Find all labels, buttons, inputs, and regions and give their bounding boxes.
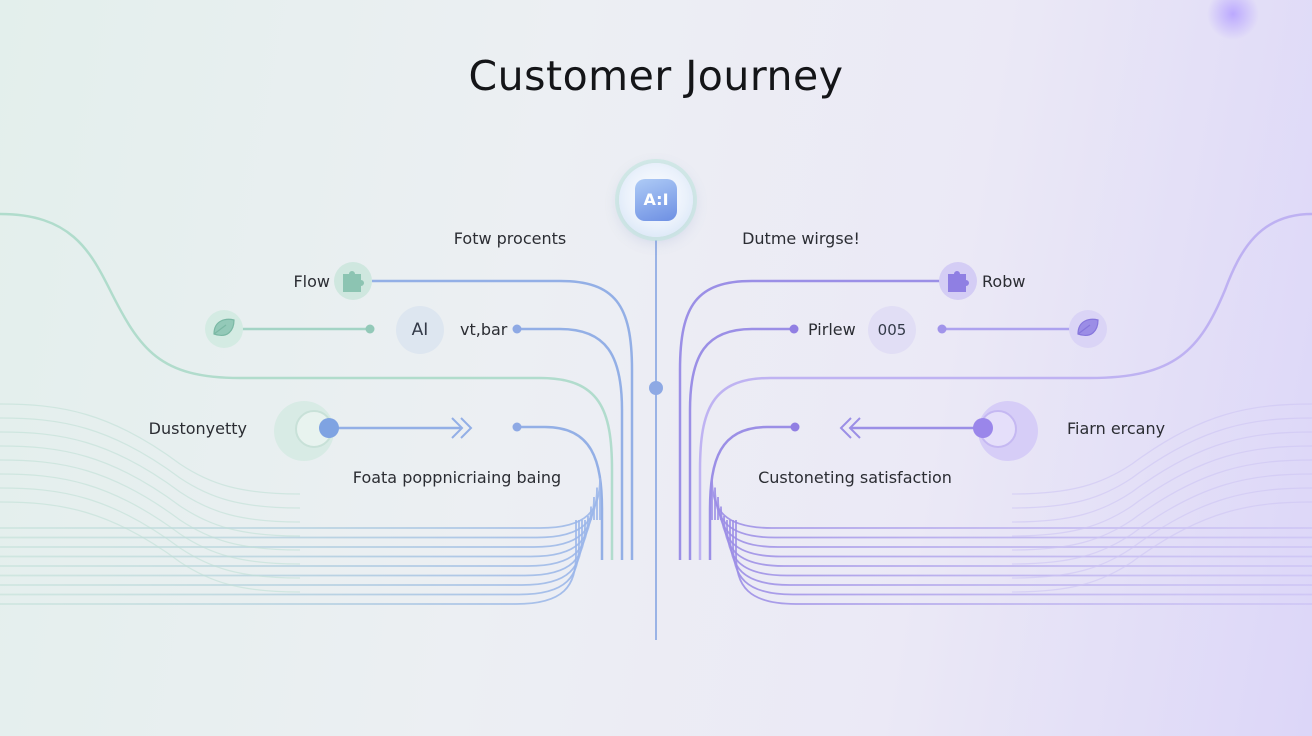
flow-line	[0, 515, 589, 567]
wave-line	[1011, 417, 1312, 509]
wave-line	[1011, 445, 1312, 537]
flow-line	[0, 487, 598, 539]
page-title: Customer Journey	[468, 52, 844, 100]
connector-row3-left-curve	[517, 425, 604, 560]
ai-badge: AI	[396, 306, 444, 354]
wave-line	[1011, 487, 1312, 579]
wave-line	[1011, 501, 1312, 593]
label-row4-right: Custoneting satisfaction	[758, 468, 952, 487]
flow-line	[0, 520, 586, 577]
puzzle-icon	[948, 271, 969, 292]
node-row3-left	[512, 422, 522, 432]
wave-line	[0, 473, 301, 565]
leaf-icon	[1077, 318, 1099, 336]
label-row1-left: Flow	[293, 272, 330, 291]
hub-stem-node	[649, 381, 663, 395]
connector-row2-left-b	[517, 327, 624, 560]
ai-chip-icon: A:I	[635, 179, 677, 221]
wave-line	[1011, 459, 1312, 551]
puzzle-icon	[343, 271, 364, 292]
node-row3-right	[790, 422, 800, 432]
flow-line	[723, 515, 1312, 567]
wave-line	[0, 459, 301, 551]
node-row2-left-b	[512, 324, 522, 334]
flow-line	[732, 520, 1312, 596]
target-icon-core	[319, 418, 339, 438]
connector-row1-right	[678, 279, 940, 560]
flow-line	[720, 506, 1312, 558]
flow-line	[0, 520, 583, 586]
label-row3-left: Dustonyetty	[148, 419, 247, 438]
wave-line	[0, 445, 301, 537]
wave-line	[0, 501, 301, 593]
outer-curve-right	[698, 212, 1312, 560]
flow-line	[0, 520, 580, 596]
label-top-right: Dutme wirgse!	[742, 229, 860, 248]
connector-row2-right-b	[688, 327, 794, 560]
flow-line	[735, 520, 1312, 605]
wave-line	[0, 403, 301, 495]
label-row1-right: Robw	[982, 272, 1026, 291]
node-row2-right-a	[937, 324, 947, 334]
connector-row3-right-curve	[708, 425, 795, 560]
wave-line	[1011, 403, 1312, 495]
label-row2-left-tag: vt,bar	[460, 320, 508, 339]
wave-line	[1011, 431, 1312, 523]
flow-line	[0, 477, 601, 529]
leaf-icon	[213, 318, 235, 336]
flow-line	[729, 520, 1312, 586]
wave-line	[1011, 473, 1312, 565]
glow-orb	[1207, 0, 1259, 40]
node-row2-right-b	[789, 324, 799, 334]
double-chevron-right-icon	[451, 417, 473, 439]
label-row4-left: Foata poppnicriaing baing	[352, 468, 562, 487]
node-row2-left-a	[365, 324, 375, 334]
flow-line	[0, 506, 592, 558]
label-row2-right-tag: Pirlew	[808, 320, 856, 339]
flow-lines-left	[0, 477, 601, 605]
target-icon-core	[973, 418, 993, 438]
flow-line	[714, 487, 1312, 539]
label-top-left: Fotw procents	[453, 229, 567, 248]
flow-line	[726, 520, 1312, 577]
wave-line	[0, 487, 301, 579]
flow-line	[711, 477, 1312, 529]
wave-line	[0, 431, 301, 523]
ai-hub[interactable]: A:I	[619, 163, 693, 237]
wave-lines-right	[1011, 403, 1312, 593]
flow-line	[0, 520, 577, 605]
count-badge: 005	[868, 306, 916, 354]
wave-lines-left	[0, 403, 301, 593]
wave-line	[0, 417, 301, 509]
flow-lines-right	[711, 477, 1312, 605]
label-row3-right: Fiarn ercany	[1067, 419, 1166, 438]
double-chevron-left-icon	[839, 417, 861, 439]
connector-row1-left	[372, 279, 634, 560]
outer-curve-left	[0, 212, 614, 560]
